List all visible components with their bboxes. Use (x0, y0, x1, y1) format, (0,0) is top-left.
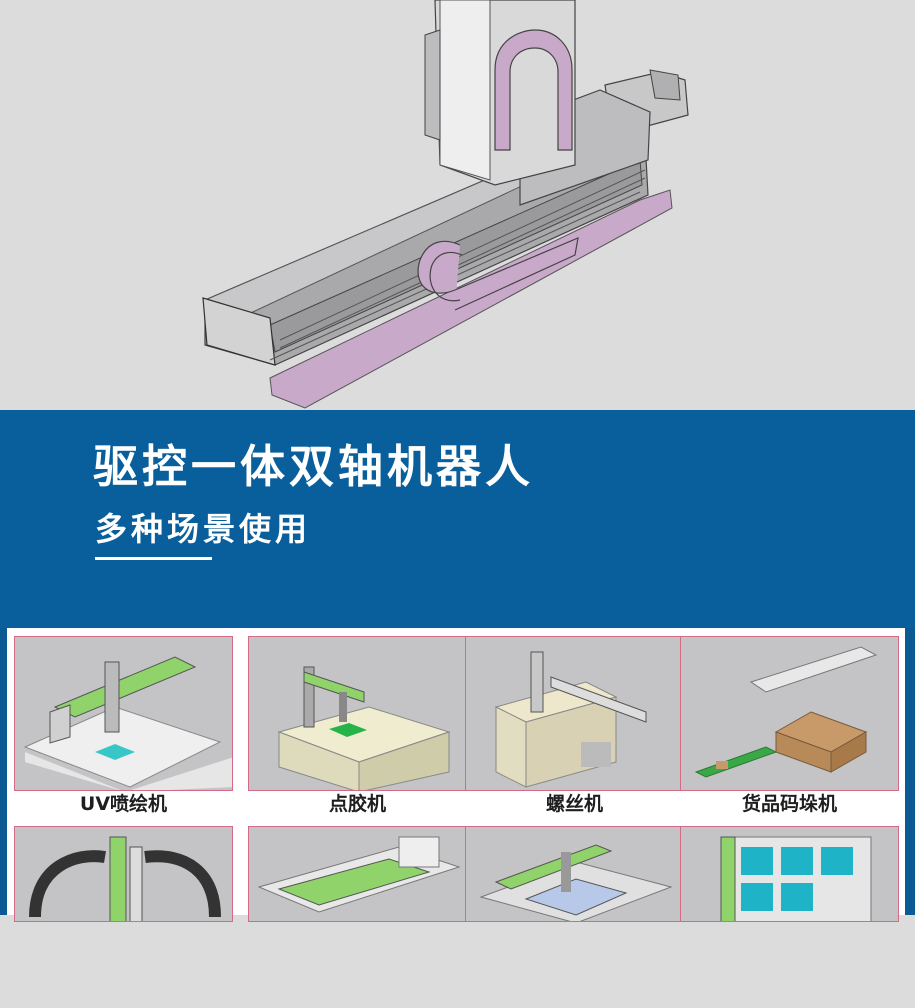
conveyor-module-image (248, 826, 467, 922)
palletizer-image (680, 636, 899, 791)
application-label (248, 981, 467, 1008)
application-label (14, 981, 233, 1008)
cable-chain-gantry-image (14, 826, 233, 922)
hero-robot-image (0, 0, 915, 410)
title-banner (0, 410, 915, 628)
application-card-conveyor-module (248, 818, 467, 1008)
application-label: 螺丝机 (545, 793, 603, 815)
gallery-panel: UV喷绘机 点胶机 (7, 628, 905, 922)
application-label: 点胶机 (328, 793, 386, 815)
application-gallery: UV喷绘机 点胶机 (0, 628, 915, 922)
page-title: 驱控一体双轴机器人 (93, 440, 535, 493)
application-label (680, 981, 899, 1008)
xy-table-image (465, 826, 684, 922)
uv-printer-image (14, 636, 233, 791)
application-card-uv-printer: UV喷绘机 (14, 628, 233, 818)
application-label: UV喷绘机 (79, 793, 168, 815)
application-card-cable-chain-gantry (14, 818, 233, 1008)
application-card-xy-table (465, 818, 684, 1008)
application-card-screw-machine: 螺丝机 (465, 628, 684, 818)
page-subtitle: 多种场景使用 (95, 510, 312, 548)
application-label: 货品码垛机 (741, 793, 837, 815)
subtitle-underline (95, 557, 212, 560)
application-label (465, 981, 684, 1008)
glue-dispenser-image (248, 636, 467, 791)
application-card-glue-dispenser: 点胶机 (248, 628, 467, 818)
application-card-storage-rack (680, 818, 899, 1008)
application-card-palletizer: 货品码垛机 (680, 628, 899, 818)
storage-rack-image (680, 826, 899, 922)
screw-machine-image (465, 636, 684, 791)
